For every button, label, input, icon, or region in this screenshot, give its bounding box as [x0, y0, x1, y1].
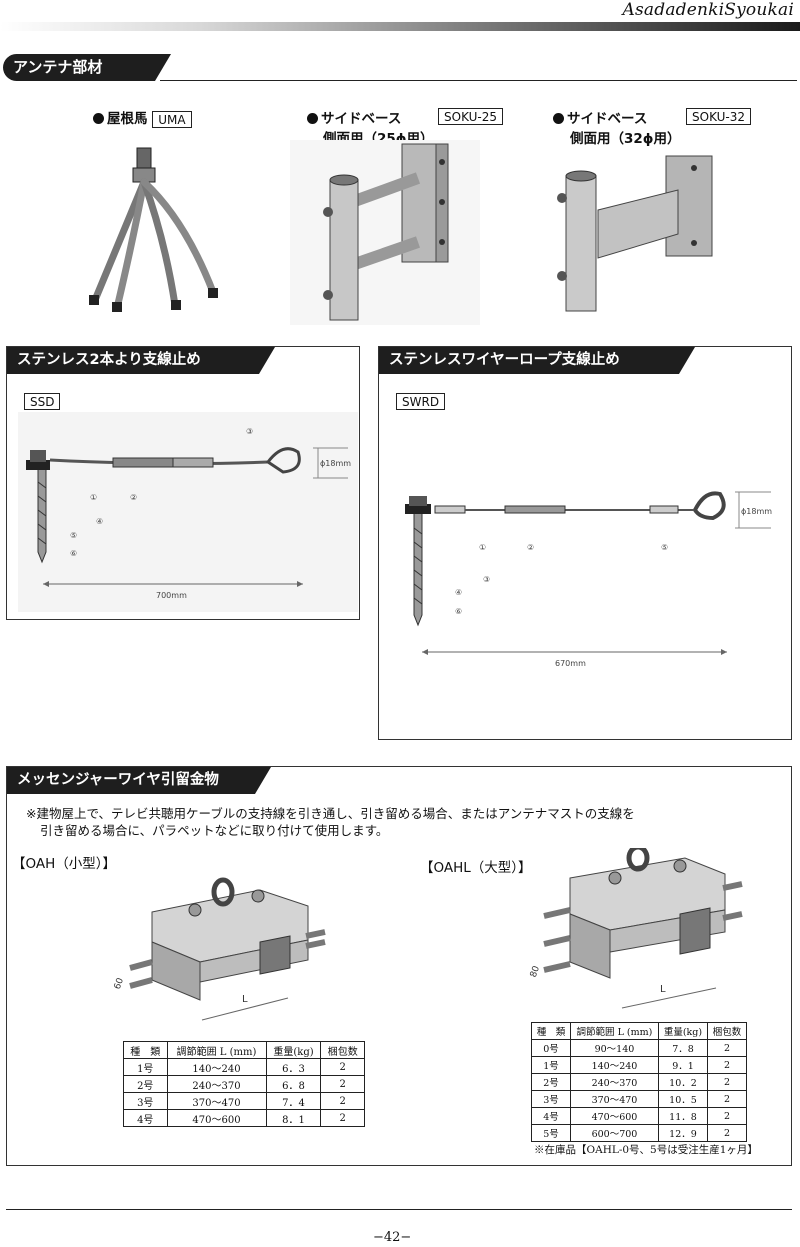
ssd-callout-4: ④	[96, 517, 103, 526]
oahl-length-dim: L	[660, 984, 666, 995]
ssd-callout-2: ②	[130, 493, 137, 502]
messenger-title: メッセンジャーワイヤ引留金物	[7, 767, 271, 794]
item-title-soku25: サイドベース	[307, 107, 401, 127]
side-base-25-image	[290, 140, 480, 325]
oah-width-dim: 60	[113, 976, 126, 990]
swrd-callout-2: ②	[527, 543, 534, 552]
swrd-diagram: ϕ18mm 670mm ① ② ③ ④ ⑥ ⑤	[405, 491, 772, 668]
swrd-callout-4: ④	[455, 588, 462, 597]
swrd-callout-1: ①	[479, 543, 486, 552]
ssd-length-dim: 700mm	[156, 591, 187, 600]
swrd-callout-6: ⑥	[455, 607, 462, 616]
ssd-callout-1: ①	[90, 493, 97, 502]
table-header: 重量(kg)	[657, 1022, 709, 1040]
product-code-uma: UMA	[152, 110, 192, 128]
oah-title: 【OAH（小型）】	[12, 856, 117, 872]
swrd-length-dim: 670mm	[555, 659, 586, 668]
product-code-ssd: SSD	[24, 393, 61, 410]
oahl-image: 80 L	[529, 848, 743, 1009]
header-gradient-bar	[0, 22, 800, 31]
product-code-soku32: SOKU-32	[686, 108, 751, 125]
ssd-title: ステンレス2本より支線止め	[7, 347, 275, 374]
table-header: 種 類	[531, 1022, 571, 1040]
swrd-loop-dim: ϕ18mm	[741, 507, 772, 516]
bullet-icon	[307, 113, 318, 124]
product-code-swrd: SWRD	[396, 393, 446, 410]
table-header: 重量(kg)	[265, 1041, 322, 1059]
table-header: 種 類	[123, 1041, 168, 1059]
item-title-uma: 屋根馬 UMA	[93, 107, 192, 128]
table-header: 調節範囲 L (mm)	[569, 1022, 659, 1040]
item-title-soku32: サイドベース	[553, 107, 647, 127]
roof-mount-image	[89, 147, 218, 312]
bullet-icon	[553, 113, 564, 124]
swrd-title: ステンレスワイヤーロープ支線止め	[379, 347, 695, 374]
company-name: AsadadenkiSyoukai	[622, 0, 794, 20]
section-rule	[160, 80, 797, 81]
oah-image: 60 L	[113, 877, 326, 1021]
ssd-callout-3: ③	[246, 427, 253, 436]
item-subtitle-soku32: 側面用（32ϕ用）	[570, 131, 681, 147]
ssd-callout-6: ⑥	[70, 549, 77, 558]
messenger-panel	[6, 766, 792, 1166]
oahl-stock-footnote: ※在庫品【OAHL-0号、5号は受注生産1ヶ月】	[534, 1144, 758, 1156]
oah-length-dim: L	[242, 994, 248, 1005]
oahl-width-dim: 80	[529, 964, 542, 978]
swrd-callout-5: ⑤	[661, 543, 668, 552]
usage-note-line1: ※建物屋上で、テレビ共聴用ケーブルの支持線を引き通し、引き留める場合、またはアン…	[26, 806, 635, 821]
bullet-icon	[93, 113, 104, 124]
usage-note-line2: 引き留める場合に、パラペットなどに取り付けて使用します。	[40, 823, 389, 838]
swrd-panel	[378, 346, 792, 740]
table-header: 調節範囲 L (mm)	[166, 1041, 267, 1059]
page-number: −42−	[373, 1230, 412, 1245]
table-header: 梱包数	[320, 1041, 365, 1059]
ssd-diagram: ϕ18mm 700mm ③ ① ② ④ ⑤ ⑥	[18, 412, 358, 612]
side-base-32-image	[557, 155, 713, 312]
product-code-soku25: SOKU-25	[438, 108, 503, 125]
section-title-antenna-parts: アンテナ部材	[3, 54, 171, 81]
ssd-callout-5: ⑤	[70, 531, 77, 540]
ssd-panel	[6, 346, 360, 620]
footer-rule	[6, 1209, 792, 1210]
swrd-callout-3: ③	[483, 575, 490, 584]
table-header: 梱包数	[707, 1022, 747, 1040]
ssd-loop-dim: ϕ18mm	[320, 459, 351, 468]
oahl-title: 【OAHL（大型）】	[420, 860, 532, 876]
